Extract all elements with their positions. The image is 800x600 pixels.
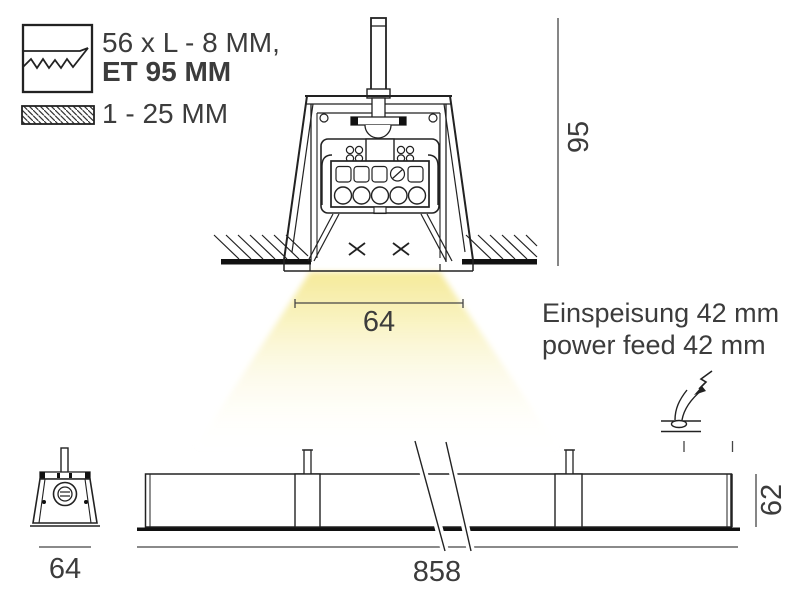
dim-value-recess-depth: 95 [563, 121, 595, 153]
dim-value-profile-length: 858 [413, 556, 461, 588]
cutout-label-line1: 56 x L - 8 MM, [102, 27, 280, 58]
internal-gear [307, 97, 453, 262]
ceiling-left [213, 234, 311, 265]
legend-cutout-icon [21, 23, 94, 94]
retaining-clips [348, 242, 410, 256]
power-feed-cable-icon [661, 370, 713, 433]
dim-62: 62 [755, 474, 788, 527]
power-feed-label-de: Einspeisung 42 mm [542, 298, 779, 328]
reflector-walls [307, 213, 453, 262]
legend-hatch-bar-icon [21, 105, 95, 125]
dim-value-beam-aperture: 64 [363, 306, 395, 338]
cross-section-view: 95 64 [192, 17, 595, 452]
dim-64-beam: 64 [294, 299, 464, 338]
housing-shell [283, 95, 474, 272]
feed-position-ticks [683, 441, 734, 452]
suspension-rod [366, 17, 391, 99]
terminal-block [330, 160, 430, 215]
end-view: 64 [30, 447, 100, 585]
cutout-label-line2: ET 95 MM [102, 56, 231, 87]
cable-crossing [411, 439, 475, 553]
dim-64-profile-width: 64 [39, 546, 91, 585]
light-beam [192, 272, 562, 452]
dim-value-profile-width: 64 [49, 553, 81, 585]
profile-side-view: 858 62 [137, 439, 788, 588]
mount-bracket-2 [554, 449, 583, 528]
dim-858: 858 [137, 546, 738, 588]
power-feed-label-en: power feed 42 mm [542, 330, 766, 360]
mount-bracket-1 [294, 449, 321, 528]
dim-value-profile-height: 62 [756, 484, 788, 516]
thickness-label: 1 - 25 MM [102, 98, 228, 129]
